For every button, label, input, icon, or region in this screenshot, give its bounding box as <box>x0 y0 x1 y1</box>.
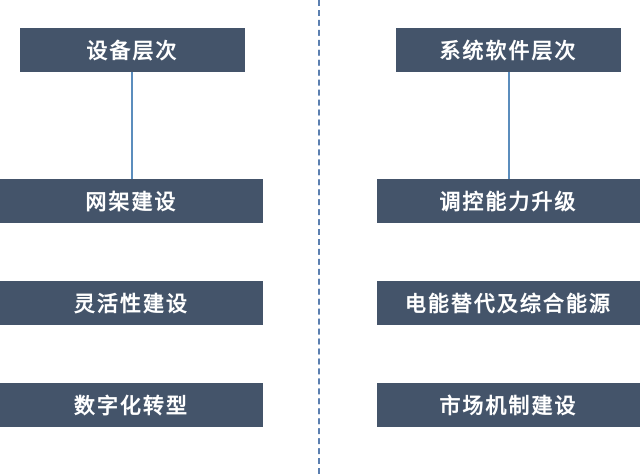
left-connector-line <box>131 72 133 179</box>
market-mechanism-construction-box: 市场机制建设 <box>377 383 640 427</box>
flexibility-construction-box: 灵活性建设 <box>0 281 263 325</box>
equipment-level-header: 设备层次 <box>20 28 245 72</box>
digital-transformation-box: 数字化转型 <box>0 383 263 427</box>
center-dashed-divider <box>318 0 320 474</box>
right-connector-line <box>508 72 510 179</box>
electricity-substitution-energy-box: 电能替代及综合能源 <box>377 281 640 325</box>
system-software-level-header: 系统软件层次 <box>396 28 621 72</box>
grid-construction-box: 网架建设 <box>0 179 263 223</box>
regulation-capability-upgrade-box: 调控能力升级 <box>377 179 640 223</box>
